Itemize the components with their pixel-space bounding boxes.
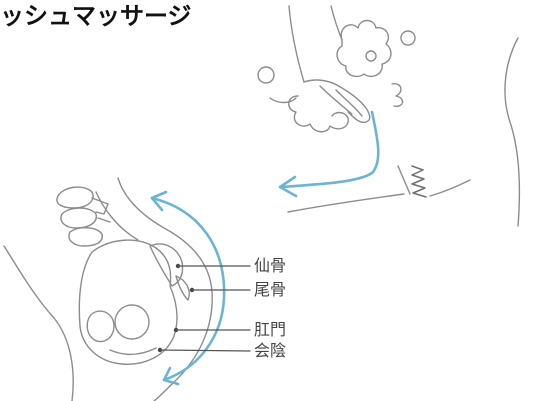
- sacrum-shape: [149, 243, 184, 287]
- body-back-contour: [117, 177, 213, 401]
- stroke-direction-arrow: [280, 110, 380, 189]
- vertebra-1: [56, 186, 94, 209]
- foam-streaks: [391, 83, 404, 107]
- perineum-leader-line: [159, 349, 251, 352]
- pelvis-cross-section-drawing: [3, 177, 213, 401]
- body-front-contour: [3, 245, 74, 401]
- hand-fingers: [319, 85, 363, 117]
- hand-outline: [303, 79, 371, 124]
- lumbar-vertebrae: [56, 186, 111, 247]
- hand-with-foam-drawing: [257, 5, 416, 133]
- vertebra-process: [91, 197, 111, 223]
- back-contour-right: [429, 179, 471, 197]
- arm-line-right: [330, 5, 343, 41]
- foam-bubbles-upper: [336, 19, 392, 78]
- vertebra-2: [60, 207, 97, 229]
- label-sacrum: 仙骨: [254, 256, 287, 275]
- massage-arc-arrowhead-top: [150, 190, 168, 212]
- back-contour-tick: [397, 165, 411, 195]
- back-contour-line: [287, 193, 405, 213]
- pelvis-outline: [78, 239, 178, 365]
- massage-arc-arrowhead-bottom: [162, 366, 180, 386]
- vertebra-3: [68, 227, 103, 247]
- stroke-direction-arrowhead: [278, 175, 298, 198]
- pelvic-organ-oval: [86, 310, 115, 343]
- bubble-small: [365, 50, 377, 62]
- arm-line-left: [288, 5, 305, 83]
- lower-back-contour-drawing: [287, 37, 521, 227]
- foam-under-hand: [288, 95, 349, 133]
- hair-zigzag: [411, 165, 427, 198]
- body-side-contour: [504, 37, 521, 227]
- pelvic-floor-line: [109, 347, 157, 355]
- pelvic-organ-circle: [114, 304, 150, 340]
- massage-arc-arrow: [150, 196, 226, 382]
- label-anus: 肛門: [254, 320, 287, 339]
- coccyx-shape: [175, 275, 190, 301]
- label-perineum: 会陰: [254, 341, 287, 360]
- bubble-left: [257, 66, 275, 84]
- foam-curl: [269, 97, 297, 104]
- bubble-right: [400, 30, 416, 46]
- page-title: ッシュマッサージ: [0, 2, 192, 30]
- label-coccyx: 尾骨: [254, 280, 287, 299]
- spine-curve: [95, 191, 139, 241]
